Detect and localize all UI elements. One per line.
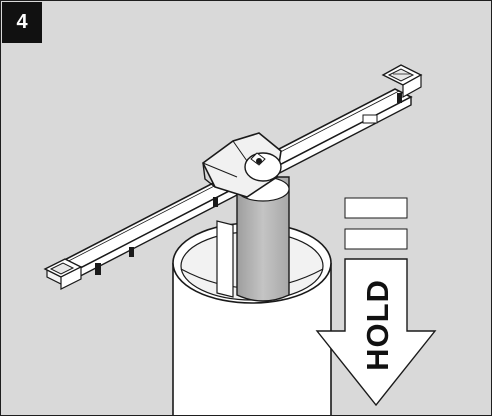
hold-label: HOLD bbox=[360, 279, 395, 371]
terminal-mark bbox=[362, 114, 378, 124]
terminal-mark bbox=[397, 93, 402, 103]
clamp-head bbox=[201, 132, 282, 198]
placeholder-box bbox=[344, 197, 408, 219]
placeholder-box bbox=[344, 228, 408, 250]
terminal-mark bbox=[95, 263, 101, 275]
inner-sleeve bbox=[216, 220, 234, 298]
terminal-mark bbox=[213, 197, 218, 207]
down-arrow-icon bbox=[315, 258, 437, 407]
step-number-badge: 4 bbox=[2, 2, 42, 43]
terminal-mark bbox=[129, 247, 134, 257]
